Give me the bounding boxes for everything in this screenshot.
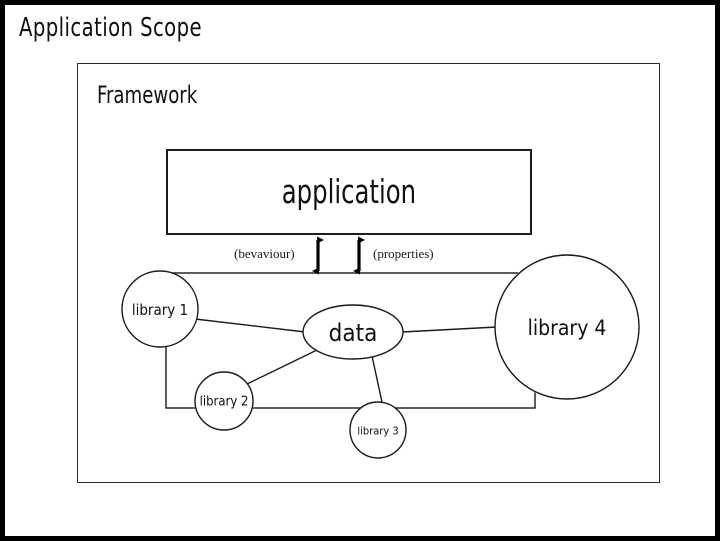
diagram-graphics-layer: library 4 library 1 data library 2 libra… (121, 236, 640, 459)
application-label: application (281, 172, 417, 211)
application-box[interactable]: application (166, 149, 532, 235)
framework-container (77, 63, 660, 483)
node-data[interactable]: data (302, 304, 404, 360)
framework-label: Framework (97, 81, 198, 109)
node-library3[interactable]: library 3 (349, 401, 407, 459)
node-library2-label: library 2 (200, 395, 249, 410)
link-data-library3 (371, 355, 383, 403)
node-library1[interactable]: library 1 (121, 270, 199, 348)
arrow-label-behaviour: (bevaviour) (234, 246, 295, 261)
node-data-label: data (329, 319, 378, 347)
node-library4[interactable]: library 4 (494, 254, 640, 400)
link-data-library2 (246, 349, 318, 385)
node-library2[interactable]: library 2 (194, 371, 254, 431)
arrow-label-properties: (properties) (373, 246, 434, 261)
node-library4-label: library 4 (528, 316, 607, 340)
link-library1-data (194, 318, 306, 333)
link-data-library4 (401, 326, 498, 333)
page-title: Application Scope (19, 13, 203, 43)
node-library3-label: library 3 (357, 425, 398, 438)
node-library1-label: library 1 (132, 301, 188, 319)
